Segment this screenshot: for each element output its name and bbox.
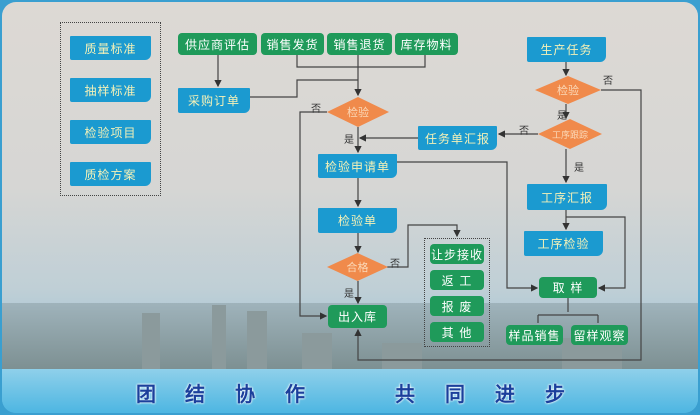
- label-yes: 是: [557, 111, 567, 122]
- decision-label: 合格: [346, 261, 369, 274]
- node-sample-sales[interactable]: 样品销售: [506, 325, 563, 345]
- label-yes: 是: [344, 135, 354, 146]
- node-sample-retain[interactable]: 留样观察: [571, 325, 628, 345]
- node-sampling[interactable]: 取 样: [539, 277, 597, 298]
- slogan-char: 步: [545, 382, 565, 406]
- decision-qualified[interactable]: 合格: [327, 253, 388, 281]
- node-rework[interactable]: 返 工: [430, 270, 484, 290]
- node-purchase-order[interactable]: 采购订单: [178, 88, 250, 113]
- node-stock-in-out[interactable]: 出入库: [328, 305, 387, 328]
- slogan-char: 协: [235, 382, 255, 406]
- node-sales-shipment[interactable]: 销售发货: [261, 33, 324, 55]
- node-concession-accept[interactable]: 让步接收: [430, 244, 484, 264]
- node-process-report[interactable]: 工序汇报: [527, 184, 607, 210]
- node-inspection-sheet[interactable]: 检验单: [318, 208, 397, 233]
- node-inspection-request[interactable]: 检验申请单: [318, 154, 397, 178]
- slogan-char: 进: [495, 382, 515, 406]
- node-inspection-items[interactable]: 检验项目: [70, 120, 151, 144]
- node-inventory[interactable]: 库存物料: [395, 33, 458, 55]
- node-process-inspection[interactable]: 工序检验: [524, 231, 603, 256]
- decision-inspect-production[interactable]: 检验: [535, 76, 601, 104]
- node-quality-standard[interactable]: 质量标准: [70, 36, 151, 60]
- slogan-char: 作: [285, 382, 305, 406]
- label-yes: 是: [574, 163, 584, 174]
- slogan-char: 同: [445, 382, 465, 406]
- label-no: 否: [519, 126, 529, 137]
- decision-process-tracking[interactable]: 工序跟踪: [538, 119, 602, 149]
- label-no: 否: [390, 259, 400, 270]
- slogan-char: 团: [136, 382, 156, 406]
- decision-label: 检验: [347, 106, 369, 119]
- node-sampling-standard[interactable]: 抽样标准: [70, 78, 151, 102]
- node-sales-return[interactable]: 销售退货: [327, 33, 392, 55]
- decision-label: 工序跟踪: [551, 130, 588, 141]
- disposal-group: [424, 238, 490, 347]
- node-inspection-plan[interactable]: 质检方案: [70, 162, 151, 186]
- label-yes: 是: [344, 289, 354, 300]
- node-other[interactable]: 其 他: [430, 322, 484, 342]
- node-supplier-evaluation[interactable]: 供应商评估: [178, 33, 257, 55]
- decision-label: 检验: [557, 84, 579, 97]
- slogan-char: 结: [185, 382, 205, 406]
- slogan-char: 共: [395, 382, 415, 406]
- node-task-report[interactable]: 任务单汇报: [418, 126, 497, 150]
- bottom-band: [2, 369, 698, 413]
- label-no: 否: [311, 104, 321, 115]
- standards-group: [60, 22, 161, 196]
- decision-inspect[interactable]: 检验: [327, 97, 389, 127]
- node-scrap[interactable]: 报 废: [430, 296, 484, 316]
- node-production-task[interactable]: 生产任务: [527, 37, 606, 62]
- label-no: 否: [603, 76, 613, 87]
